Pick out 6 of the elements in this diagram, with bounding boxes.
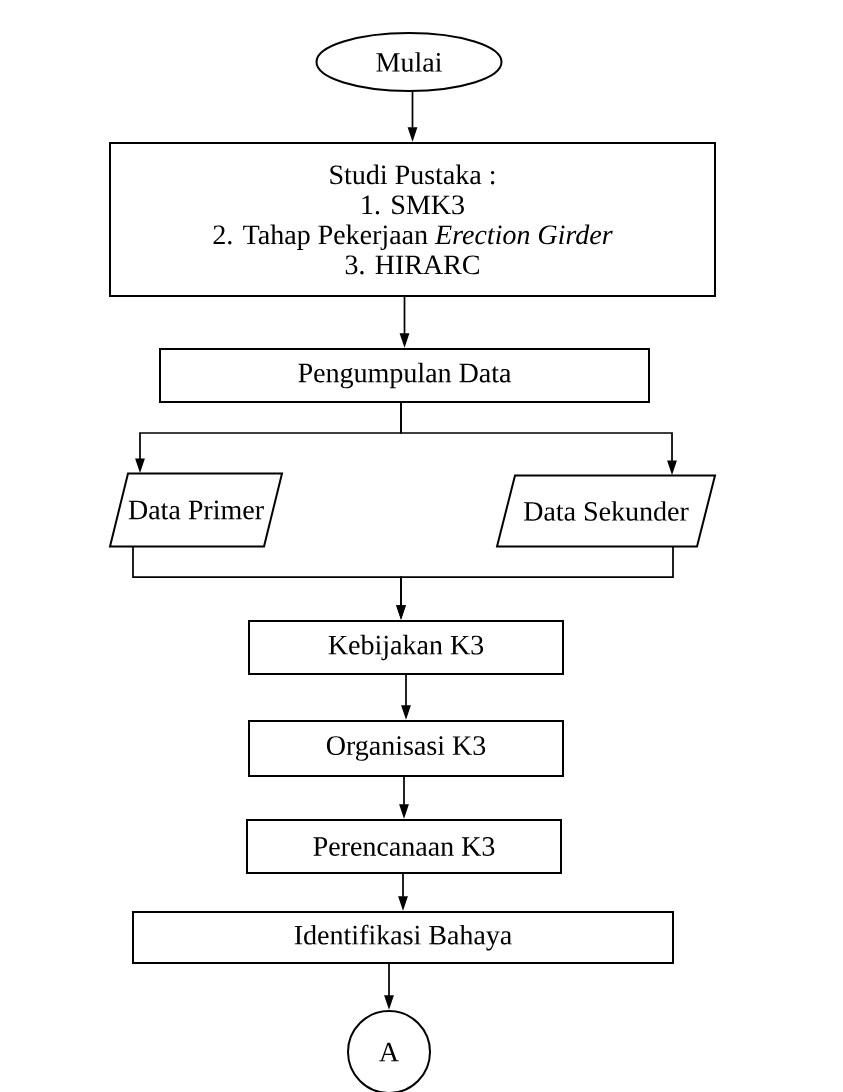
process-box: Perencanaan K3 — [246, 819, 562, 874]
process-box: Studi Pustaka : 1. SMK3 2. Tahap Pekerjaan Erection Girder 3. HIRARC — [109, 142, 716, 297]
process-box: Pengumpulan Data — [159, 348, 650, 403]
process-box: Identifikasi Bahaya — [132, 911, 674, 964]
process-box: Kebijakan K3 — [248, 620, 564, 675]
process-box: Organisasi K3 — [248, 720, 564, 777]
